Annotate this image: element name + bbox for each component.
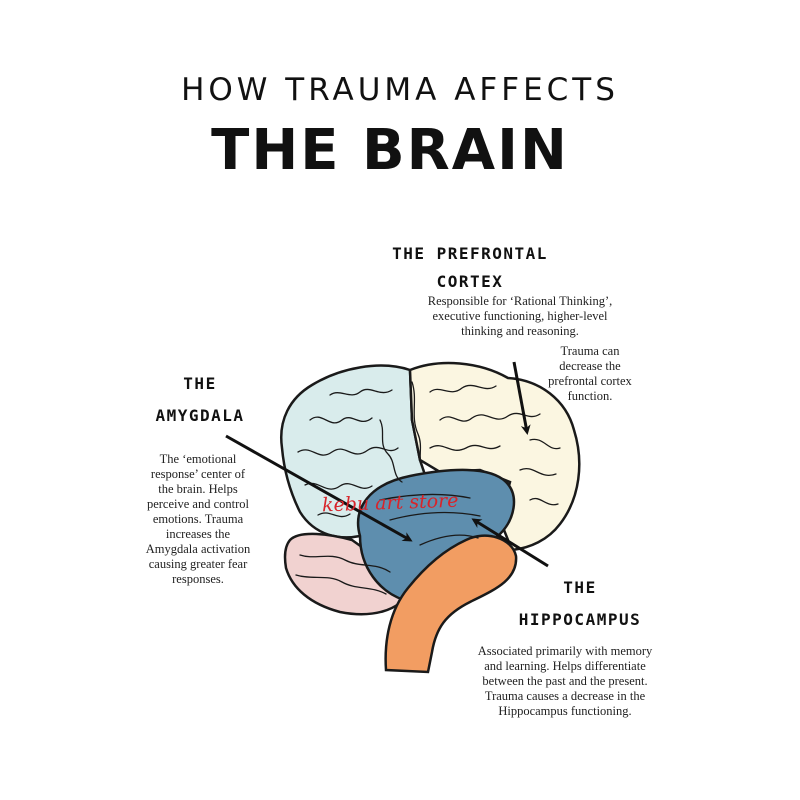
prefrontal-desc-line: thinking and reasoning. [461, 324, 579, 338]
title-line-1: HOW TRAUMA AFFECTS [181, 72, 619, 108]
prefrontal-heading-line-2: CORTEX [436, 272, 504, 291]
amygdala-desc-line: The ‘emotional [159, 452, 237, 466]
hippocampus-desc-line: Trauma causes a decrease in the [484, 689, 646, 703]
hippocampus-heading: THE HIPPOCAMPUS [480, 572, 680, 636]
hippocampus-description: Associated primarily with memory and lea… [455, 644, 675, 719]
prefrontal-heading-line-1: THE PREFRONTAL [392, 244, 548, 263]
hippocampus-arrow [471, 518, 549, 568]
amygdala-heading-line-2: AMYGDALA [155, 406, 245, 425]
hippocampus-desc-line: Associated primarily with memory [477, 644, 653, 658]
amygdala-desc-line: causing greater fear [148, 557, 248, 571]
brain-folds [295, 381, 561, 595]
hippocampus-desc-line: and learning. Helps differentiate [484, 659, 646, 673]
prefrontal-effect-line: prefrontal cortex [548, 374, 632, 388]
hippocampus-heading-line-1: THE [563, 578, 597, 597]
amygdala-desc-line: Amygdala activation [145, 542, 251, 556]
title-line-2: THE BRAIN [211, 118, 569, 183]
prefrontal-heading: THE PREFRONTAL CORTEX [380, 240, 560, 296]
prefrontal-desc-line: Responsible for ‘Rational Thinking’, [427, 294, 613, 308]
amygdala-desc-line: the brain. Helps [158, 482, 238, 496]
prefrontal-effect-line: Trauma can [560, 344, 620, 358]
amygdala-arrow [225, 434, 413, 542]
hippocampus-heading-line-2: HIPPOCAMPUS [518, 610, 642, 629]
prefrontal-effect: Trauma can decrease the prefrontal corte… [530, 344, 650, 404]
brainstem [384, 534, 518, 674]
cerebellum [283, 532, 412, 616]
amygdala-desc-line: increases the [165, 527, 231, 541]
amygdala-desc-line: response’ center of [150, 467, 246, 481]
prefrontal-arrow [512, 361, 531, 435]
amygdala-heading: THE AMYGDALA [130, 368, 270, 432]
amygdala-desc-line: responses. [172, 572, 224, 586]
hippocampus-desc-line: between the past and the present. [482, 674, 648, 688]
amygdala-desc-line: perceive and control [146, 497, 250, 511]
prefrontal-effect-line: decrease the [559, 359, 621, 373]
prefrontal-description: Responsible for ‘Rational Thinking’, exe… [400, 294, 640, 339]
amygdala-heading-line-1: THE [183, 374, 217, 393]
amygdala-desc-line: emotions. Trauma [152, 512, 244, 526]
amygdala-description: The ‘emotional response’ center of the b… [128, 452, 268, 587]
prefrontal-desc-line: executive functioning, higher-level [432, 309, 608, 323]
prefrontal-effect-line: function. [567, 389, 613, 403]
hippocampus-desc-line: Hippocampus functioning. [498, 704, 632, 718]
